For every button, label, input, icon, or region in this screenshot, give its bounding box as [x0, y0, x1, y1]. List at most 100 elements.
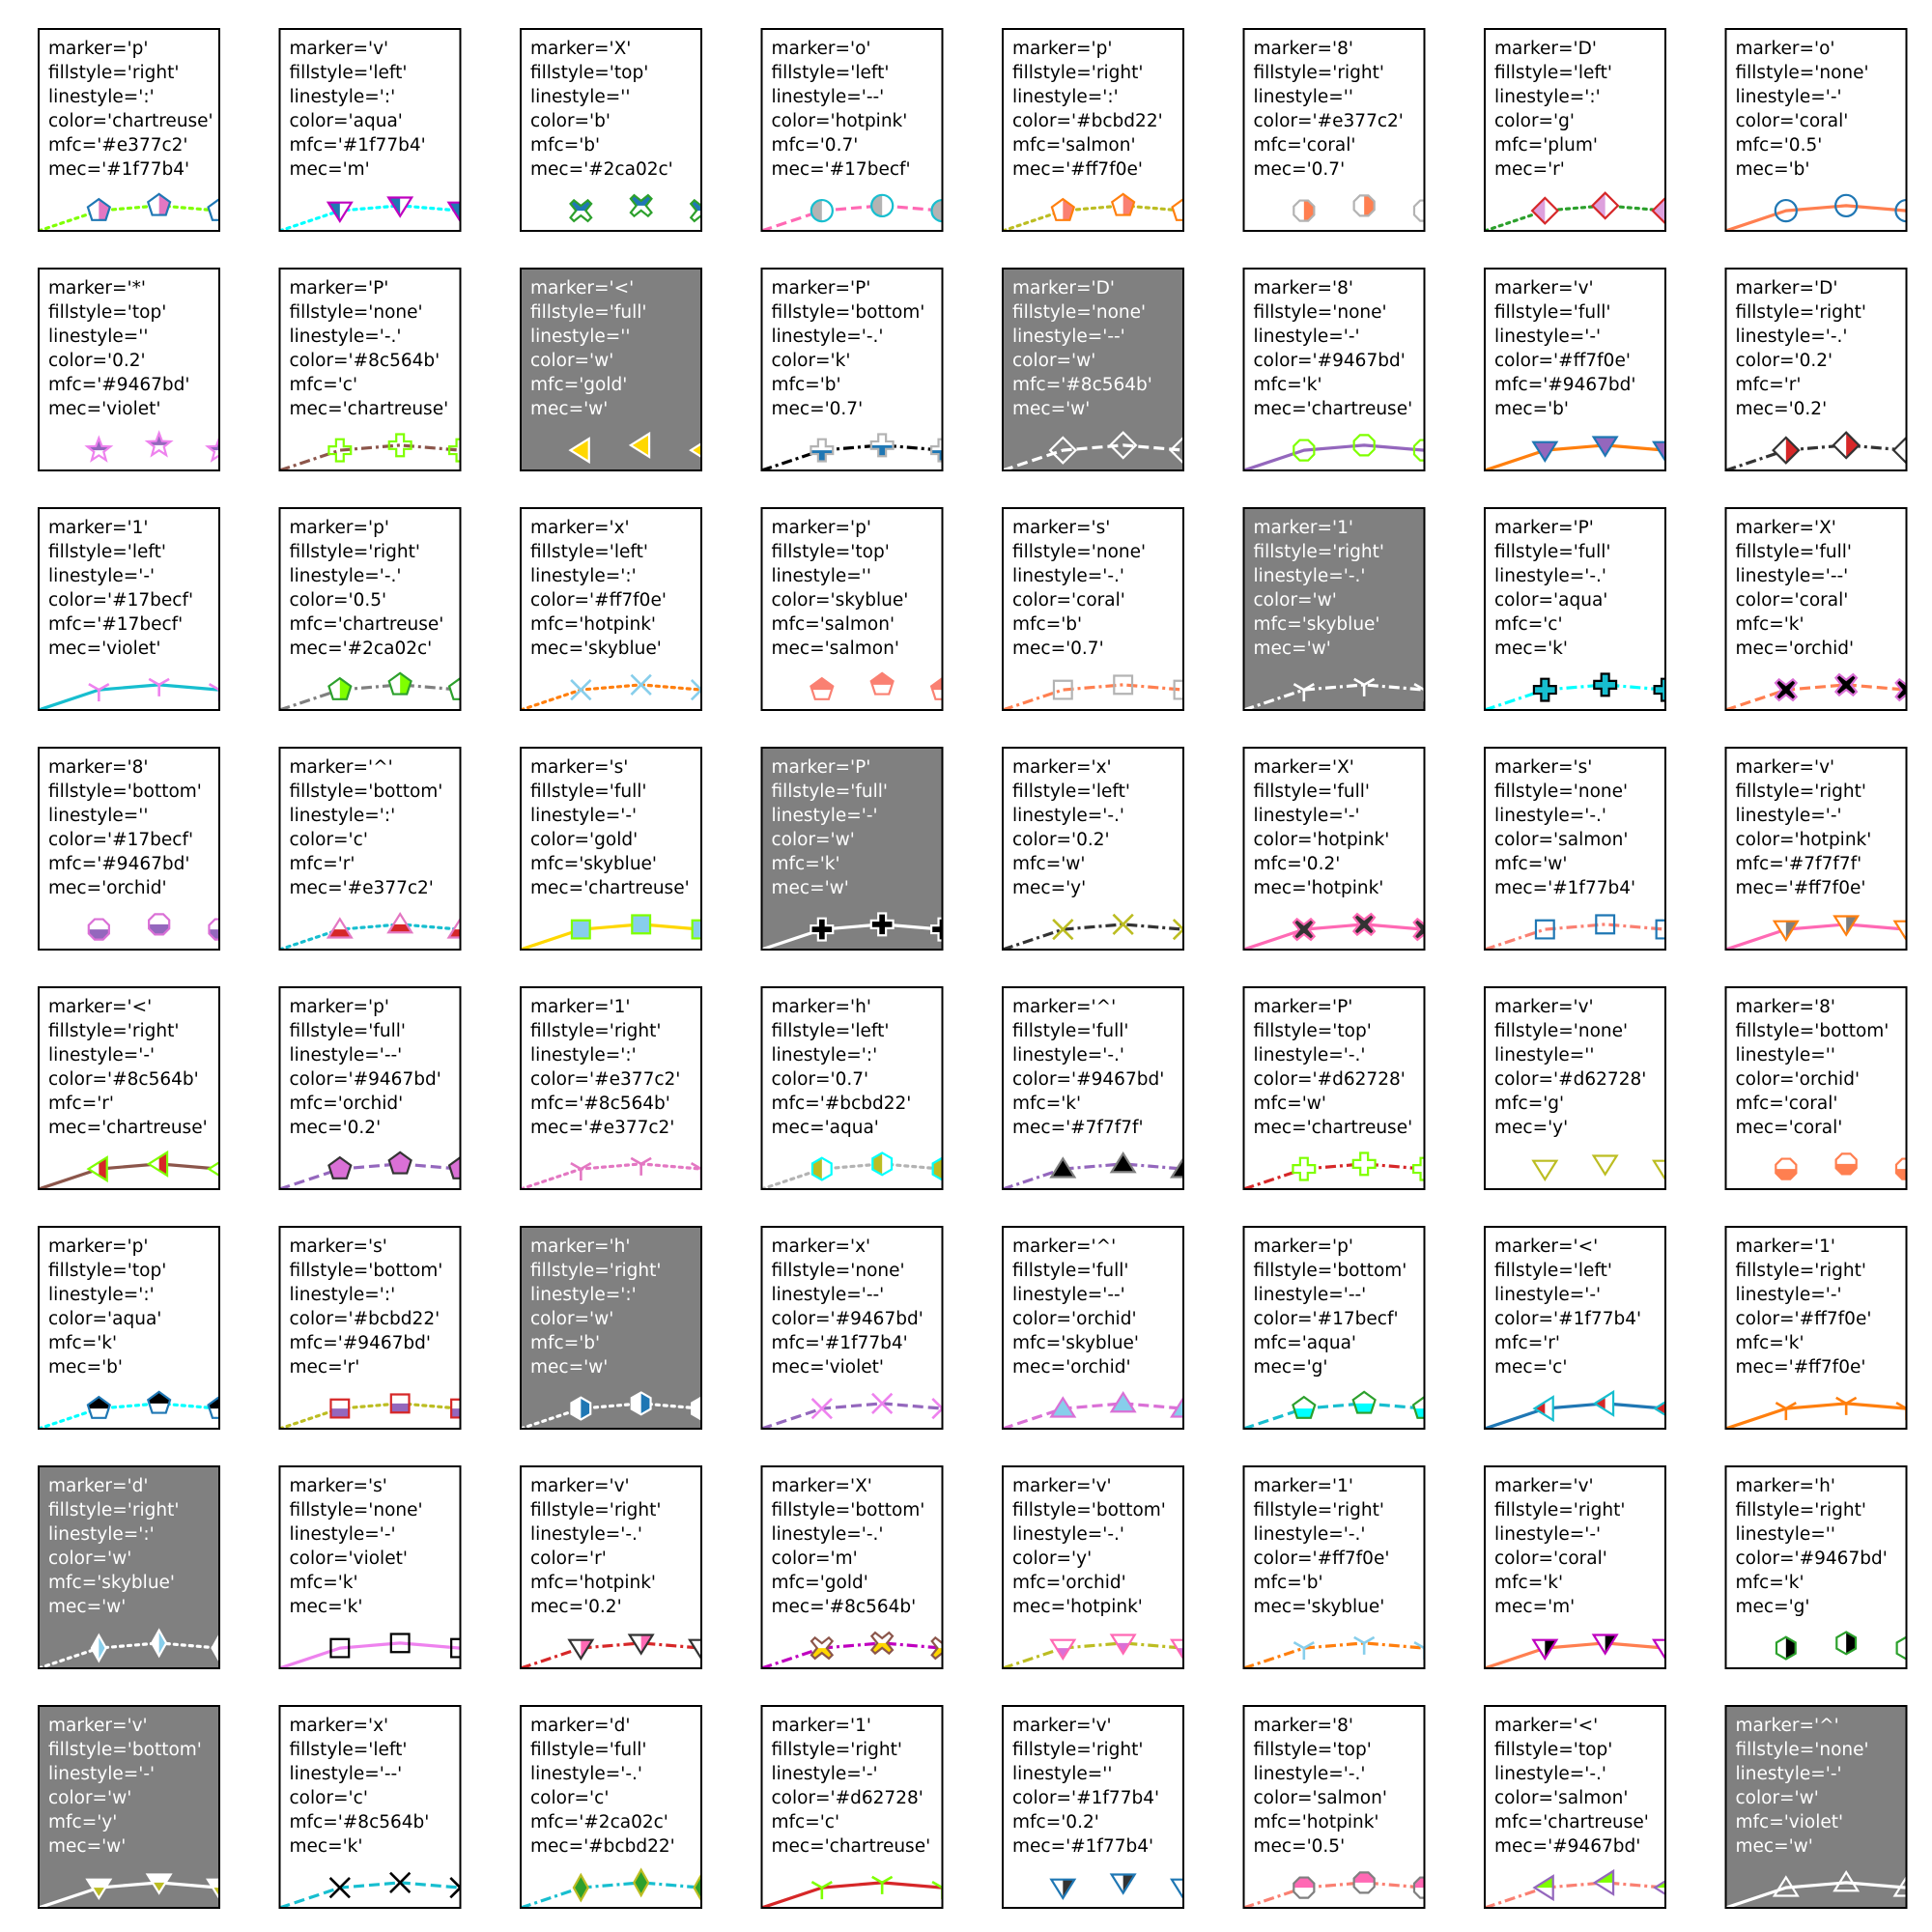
- label-linestyle: linestyle='': [530, 87, 630, 107]
- panel: marker='<'fillstyle='right'linestyle='-'…: [38, 986, 220, 1190]
- plot-area: [1243, 912, 1425, 950]
- panel-background: [1485, 29, 1665, 231]
- series-line: [521, 683, 701, 710]
- data-point-marker: [810, 198, 834, 223]
- panel-background: [761, 748, 943, 950]
- label-marker: marker='v': [530, 1476, 630, 1496]
- data-point-marker: [1892, 920, 1907, 942]
- label-marker: marker='p': [290, 997, 389, 1017]
- panel: marker='v'fillstyle='right'linestyle='-'…: [1484, 1465, 1666, 1669]
- label-fillstyle: fillstyle='bottom': [48, 1740, 202, 1760]
- label-mfc: mfc='k': [1494, 1573, 1563, 1593]
- panel: marker='d'fillstyle='right'linestyle=':'…: [38, 1465, 220, 1669]
- panel: marker='v'fillstyle='bottom'linestyle='-…: [1002, 1465, 1184, 1669]
- label-mfc: mfc='b': [772, 375, 841, 395]
- series-line: [521, 1881, 701, 1908]
- label-mfc: mfc='#1f77b4': [772, 1333, 908, 1353]
- label-color: color='#17becf': [1254, 1309, 1399, 1329]
- panel: marker='8'fillstyle='right'linestyle=''c…: [1242, 28, 1426, 232]
- panel-frame: [1724, 507, 1908, 711]
- label-linestyle: linestyle='': [1254, 87, 1353, 107]
- panel-frame: [1242, 268, 1426, 471]
- plot-area: [279, 196, 461, 231]
- data-point-marker: [1109, 1151, 1137, 1174]
- label-marker: marker='x': [290, 1716, 389, 1736]
- label-mec: mec='#2ca02c': [290, 639, 433, 659]
- data-point-marker: [1592, 1389, 1615, 1417]
- label-fillstyle: fillstyle='full': [530, 302, 647, 323]
- label-marker: marker='x': [772, 1236, 871, 1257]
- data-point-marker: [689, 442, 701, 459]
- panel-background: [521, 269, 701, 470]
- panel-background: [1003, 508, 1183, 710]
- label-mfc: mfc='w': [1494, 854, 1568, 874]
- data-point-marker: [689, 198, 701, 223]
- plot-area: [1003, 674, 1183, 710]
- data-point-marker: [207, 1395, 219, 1419]
- label-mfc: mfc='#9467bd': [290, 1333, 431, 1353]
- label-linestyle: linestyle='-': [530, 806, 637, 826]
- panel-frame: [520, 1705, 702, 1909]
- label-linestyle: linestyle=':': [772, 1045, 878, 1065]
- label-mfc: mfc='#e377c2': [48, 135, 188, 156]
- plot-area: [761, 912, 943, 950]
- label-mec: mec='r': [1494, 159, 1565, 180]
- panel-frame: [1484, 28, 1666, 232]
- label-marker: marker='P': [1254, 997, 1353, 1017]
- label-fillstyle: fillstyle='right': [1494, 1500, 1625, 1520]
- label-color: color='w': [48, 1788, 131, 1808]
- panel-background: [1485, 1706, 1665, 1908]
- label-color: color='w': [772, 830, 855, 850]
- panel: marker='s'fillstyle='none'linestyle='-.'…: [1002, 507, 1184, 711]
- panel-frame: [278, 1465, 462, 1669]
- label-color: color='0.2': [1736, 351, 1833, 371]
- label-linestyle: linestyle='': [1494, 1045, 1594, 1065]
- series-line: [761, 204, 943, 231]
- panel: marker='v'fillstyle='full'linestyle='-'c…: [1484, 268, 1666, 471]
- label-color: color='orchid': [1736, 1069, 1861, 1090]
- label-color: color='#9467bd': [1012, 1069, 1164, 1090]
- data-point-marker: [148, 913, 171, 936]
- plot-area: [279, 1393, 461, 1429]
- panel-frame: [520, 28, 702, 232]
- label-mec: mec='chartreuse': [772, 1836, 931, 1857]
- panel: marker='1'fillstyle='right'linestyle='-.…: [1242, 507, 1426, 711]
- data-point-marker: [207, 197, 219, 221]
- label-color: color='c': [290, 1788, 368, 1808]
- plot-area: [569, 193, 701, 223]
- plot-area: [1725, 1396, 1907, 1429]
- label-mec: mec='w': [1736, 1836, 1813, 1857]
- panel: marker='p'fillstyle='right'linestyle='-.…: [278, 507, 462, 711]
- label-marker: marker='*': [48, 278, 146, 298]
- data-point-marker: [1411, 1395, 1425, 1419]
- data-point-marker: [1653, 1880, 1665, 1896]
- panel: marker='*'fillstyle='top'linestyle=''col…: [38, 268, 220, 471]
- series-line: [761, 1641, 943, 1668]
- data-point-marker: [447, 676, 461, 700]
- label-mfc: mfc='k': [1736, 614, 1804, 635]
- label-mfc: mfc='#2ca02c': [530, 1812, 668, 1833]
- label-mec: mec='b': [1494, 399, 1569, 419]
- series-line: [761, 923, 943, 950]
- series-line: [279, 1641, 461, 1668]
- plot-area: [1243, 677, 1425, 710]
- panel-background: [1725, 508, 1907, 710]
- label-mec: mec='m': [1494, 1597, 1575, 1617]
- data-point-marker: [929, 676, 943, 700]
- label-marker: marker='P': [290, 278, 389, 298]
- panel-frame: [1242, 1226, 1426, 1430]
- panel-frame: [38, 28, 220, 232]
- label-color: color='0.2': [1012, 830, 1110, 850]
- panel: marker='P'fillstyle='bottom'linestyle='-…: [760, 268, 944, 471]
- label-fillstyle: fillstyle='none': [290, 1500, 423, 1520]
- panel: marker='p'fillstyle='right'linestyle=':'…: [1002, 28, 1184, 232]
- label-color: color='m': [772, 1548, 858, 1569]
- label-color: color='#d62728': [772, 1788, 923, 1808]
- data-point-marker: [1048, 436, 1078, 465]
- plot-area: [39, 1150, 219, 1189]
- data-point-marker: [146, 1150, 169, 1178]
- label-fillstyle: fillstyle='none': [1012, 542, 1146, 562]
- panel-background: [761, 987, 943, 1189]
- data-point-marker: [1292, 1156, 1317, 1181]
- label-color: color='k': [772, 351, 851, 371]
